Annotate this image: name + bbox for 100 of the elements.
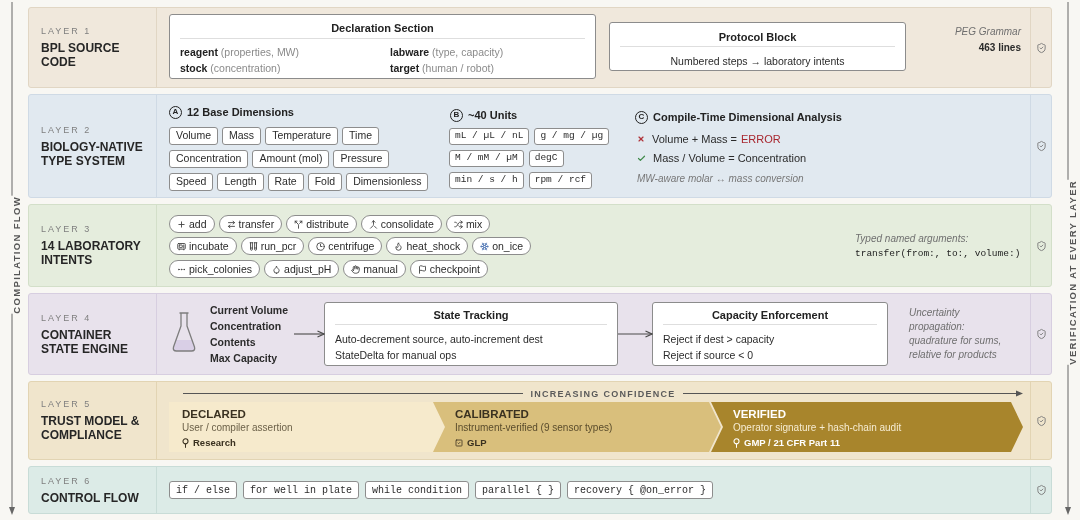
box-title: Capacity Enforcement — [711, 308, 829, 322]
unit-tag: min / s / h — [449, 172, 524, 189]
dimension-tag: Rate — [267, 173, 304, 191]
panel-title: Declaration Section — [331, 21, 434, 35]
box-text: Reject if dest > capacity — [663, 332, 775, 346]
layer-title: CONTAINER STATE ENGINE — [41, 327, 129, 356]
layer-title: TRUST MODEL & COMPLIANCE — [41, 414, 141, 442]
code-tag: if / else — [169, 481, 237, 499]
field-entry: labware (type, capacity) — [390, 45, 504, 59]
intent-name: transfer — [238, 217, 275, 231]
note-text: Typed named arguments: — [855, 232, 969, 245]
layer-band — [28, 94, 1052, 198]
box-text: Reject if source < 0 — [663, 348, 754, 362]
dimension-tag: Dimensionless — [346, 173, 429, 191]
intent-pill — [286, 215, 357, 233]
code-tag: for well in plate — [243, 481, 360, 499]
intent-pill — [240, 237, 305, 255]
declaration-panel — [169, 14, 596, 79]
box-text: Numbered steps → laboratory intents — [670, 54, 845, 68]
intent-pill — [169, 215, 215, 233]
layer-band — [28, 466, 1052, 514]
dimension-tag: Pressure — [333, 150, 390, 168]
dimension-tag: Amount (mol) — [252, 150, 330, 168]
layer-number: LAYER 3 — [41, 224, 92, 235]
intent-name: adjust_pH — [284, 262, 332, 276]
layer-number: LAYER 4 — [41, 312, 92, 324]
intent-pill — [409, 260, 488, 278]
intent-pill — [218, 215, 283, 233]
level-title: DECLARED — [182, 407, 246, 421]
note-text: 463 lines — [978, 41, 1021, 54]
level-standard: Research — [193, 437, 236, 449]
process-box — [324, 302, 618, 366]
intent-pill — [343, 260, 406, 278]
layer-number: LAYER 2 — [41, 124, 92, 136]
layer-number: LAYER 6 — [41, 475, 92, 487]
intent-name: add — [189, 217, 207, 231]
layer-band — [28, 7, 1052, 88]
process-box — [609, 22, 906, 71]
layer-number: LAYER 5 — [41, 399, 92, 410]
intent-pill — [472, 237, 532, 255]
box-title: State Tracking — [433, 308, 509, 322]
note-text: Uncertainty propagation: quadrature for sums, relative for products — [909, 306, 1003, 362]
attribute-label: Contents — [210, 335, 256, 349]
intent-name: mix — [465, 217, 483, 231]
attribute-label: Current Volume — [210, 303, 288, 317]
intent-name: pick_colonies — [189, 262, 253, 276]
unit-tag: M / mM / µM — [449, 150, 524, 167]
box-text: StateDelta for manual ops — [335, 348, 457, 362]
note-text: PEG Grammar — [954, 25, 1021, 38]
dimension-tag: Time — [342, 127, 380, 145]
layer-title: BIOLOGY-NATIVE TYPE SYSTEM — [41, 139, 144, 168]
arrow — [293, 330, 325, 338]
dimension-tag: Fold — [307, 173, 343, 191]
layer-number: LAYER 1 — [41, 26, 92, 37]
unit-tag: degC — [528, 150, 564, 167]
level-title: VERIFIED — [733, 407, 787, 421]
intent-name: distribute — [306, 217, 349, 231]
intent-pill — [360, 215, 442, 233]
dimension-tag: Length — [217, 173, 264, 191]
section-heading: 12 Base Dimensions — [187, 105, 294, 119]
level-description: Operator signature + hash-chain audit — [733, 421, 902, 434]
section-heading: Compile-Time Dimensional Analysis — [653, 110, 842, 124]
attribute-label: Concentration — [210, 319, 282, 333]
layer-title: CONTROL FLOW — [41, 490, 139, 505]
level-title: CALIBRATED — [455, 407, 529, 421]
formula-text: Volume + Mass = — [652, 132, 737, 146]
level-description: Instrument-verified (9 sensor types) — [455, 421, 613, 434]
process-box — [652, 302, 888, 366]
unit-tag: g / mg / µg — [534, 128, 610, 145]
arrow — [617, 330, 653, 338]
layer-band — [28, 204, 1052, 287]
dimension-tag: Mass — [222, 127, 262, 145]
code-tag: parallel { } — [475, 481, 562, 499]
box-title: Protocol Block — [718, 30, 797, 44]
dimension-tag: Concentration — [169, 150, 249, 168]
layer-band — [28, 293, 1052, 375]
intent-name: incubate — [189, 239, 229, 253]
intent-name: heat_shock — [406, 239, 461, 253]
field-entry: stock (concentration) — [180, 61, 281, 75]
layer-band — [28, 381, 1052, 460]
field-entry: target (human / robot) — [390, 61, 494, 75]
field-entry: reagent (properties, MW) — [180, 45, 300, 59]
intent-pill — [264, 260, 340, 278]
intent-pill — [308, 237, 383, 255]
intent-name: manual — [363, 262, 398, 276]
dimension-tag: Temperature — [265, 127, 339, 145]
level-standard: GLP — [467, 437, 487, 449]
intent-name: checkpoint — [429, 262, 480, 276]
intent-name: centrifuge — [328, 239, 375, 253]
note-text: MW-aware molar ↔ mass conversion — [637, 172, 804, 185]
intent-name: consolidate — [380, 217, 434, 231]
dimension-tag: Speed — [169, 173, 214, 191]
unit-tag: mL / µL / nL — [449, 128, 530, 145]
intent-pill — [169, 237, 237, 255]
layer-title: BPL SOURCE CODE — [41, 41, 121, 69]
dimension-tag: Volume — [169, 127, 219, 145]
code-text: transfer(from:, to:, volume:) — [855, 247, 1021, 260]
unit-tag: rpm / rcf — [528, 172, 593, 189]
intent-name: run_pcr — [260, 239, 297, 253]
intent-pill — [445, 215, 491, 233]
